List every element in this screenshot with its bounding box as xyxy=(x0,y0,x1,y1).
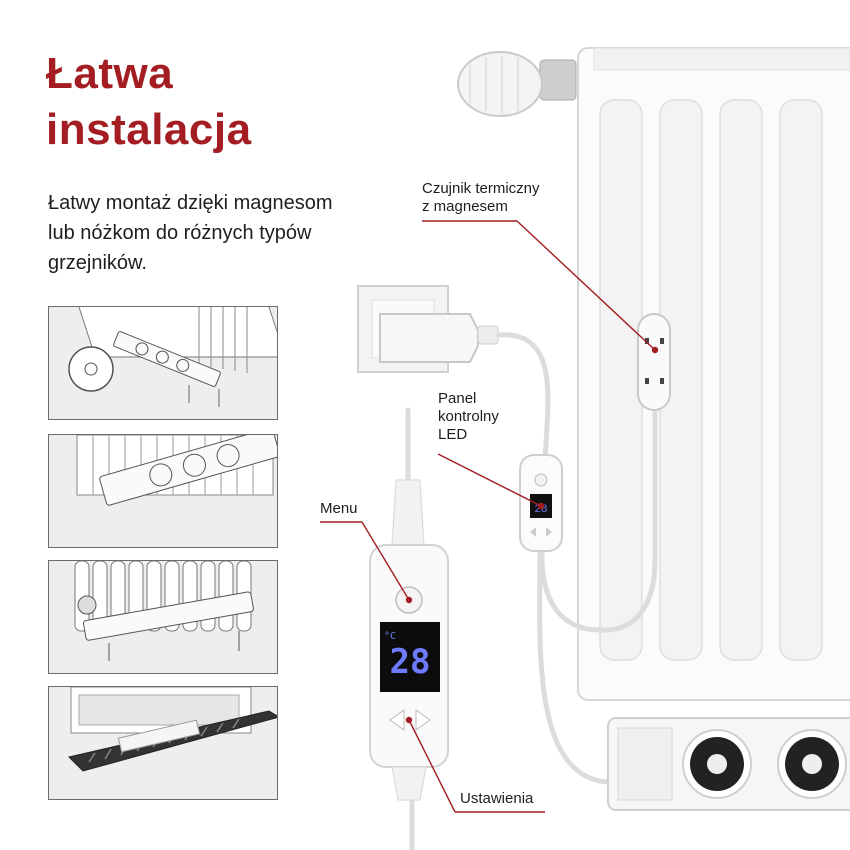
fan-unit-image xyxy=(607,717,850,811)
title-line-1: Łatwa xyxy=(46,49,174,98)
display-unit: °C xyxy=(384,631,397,642)
wall-socket-image xyxy=(357,285,499,373)
title-line-2: instalacja xyxy=(46,105,252,154)
installation-image-3 xyxy=(48,560,278,674)
led-display: °C 28 xyxy=(382,625,438,689)
installation-image-2 xyxy=(48,434,278,548)
installation-image-4 xyxy=(48,686,278,800)
callout-menu: Menu xyxy=(320,500,358,517)
cables xyxy=(405,332,658,850)
menu-controller-image xyxy=(369,479,449,801)
callout-led-panel: Panel kontrolny LED xyxy=(438,390,499,443)
installation-image-1 xyxy=(48,306,278,420)
description-text: Łatwy montaż dzięki magnesom lub nóżkom … xyxy=(48,192,333,274)
thermal-sensor-image xyxy=(637,313,671,411)
radiator-image xyxy=(457,47,850,701)
svg-text:28: 28 xyxy=(534,504,547,516)
leader-lines xyxy=(320,220,659,813)
callout-settings: Ustawienia xyxy=(460,790,534,807)
display-value: 28 xyxy=(389,642,431,682)
callout-thermal-sensor: Czujnik termiczny z magnesem xyxy=(422,180,540,215)
page-title: Łatwa instalacja xyxy=(46,46,252,158)
